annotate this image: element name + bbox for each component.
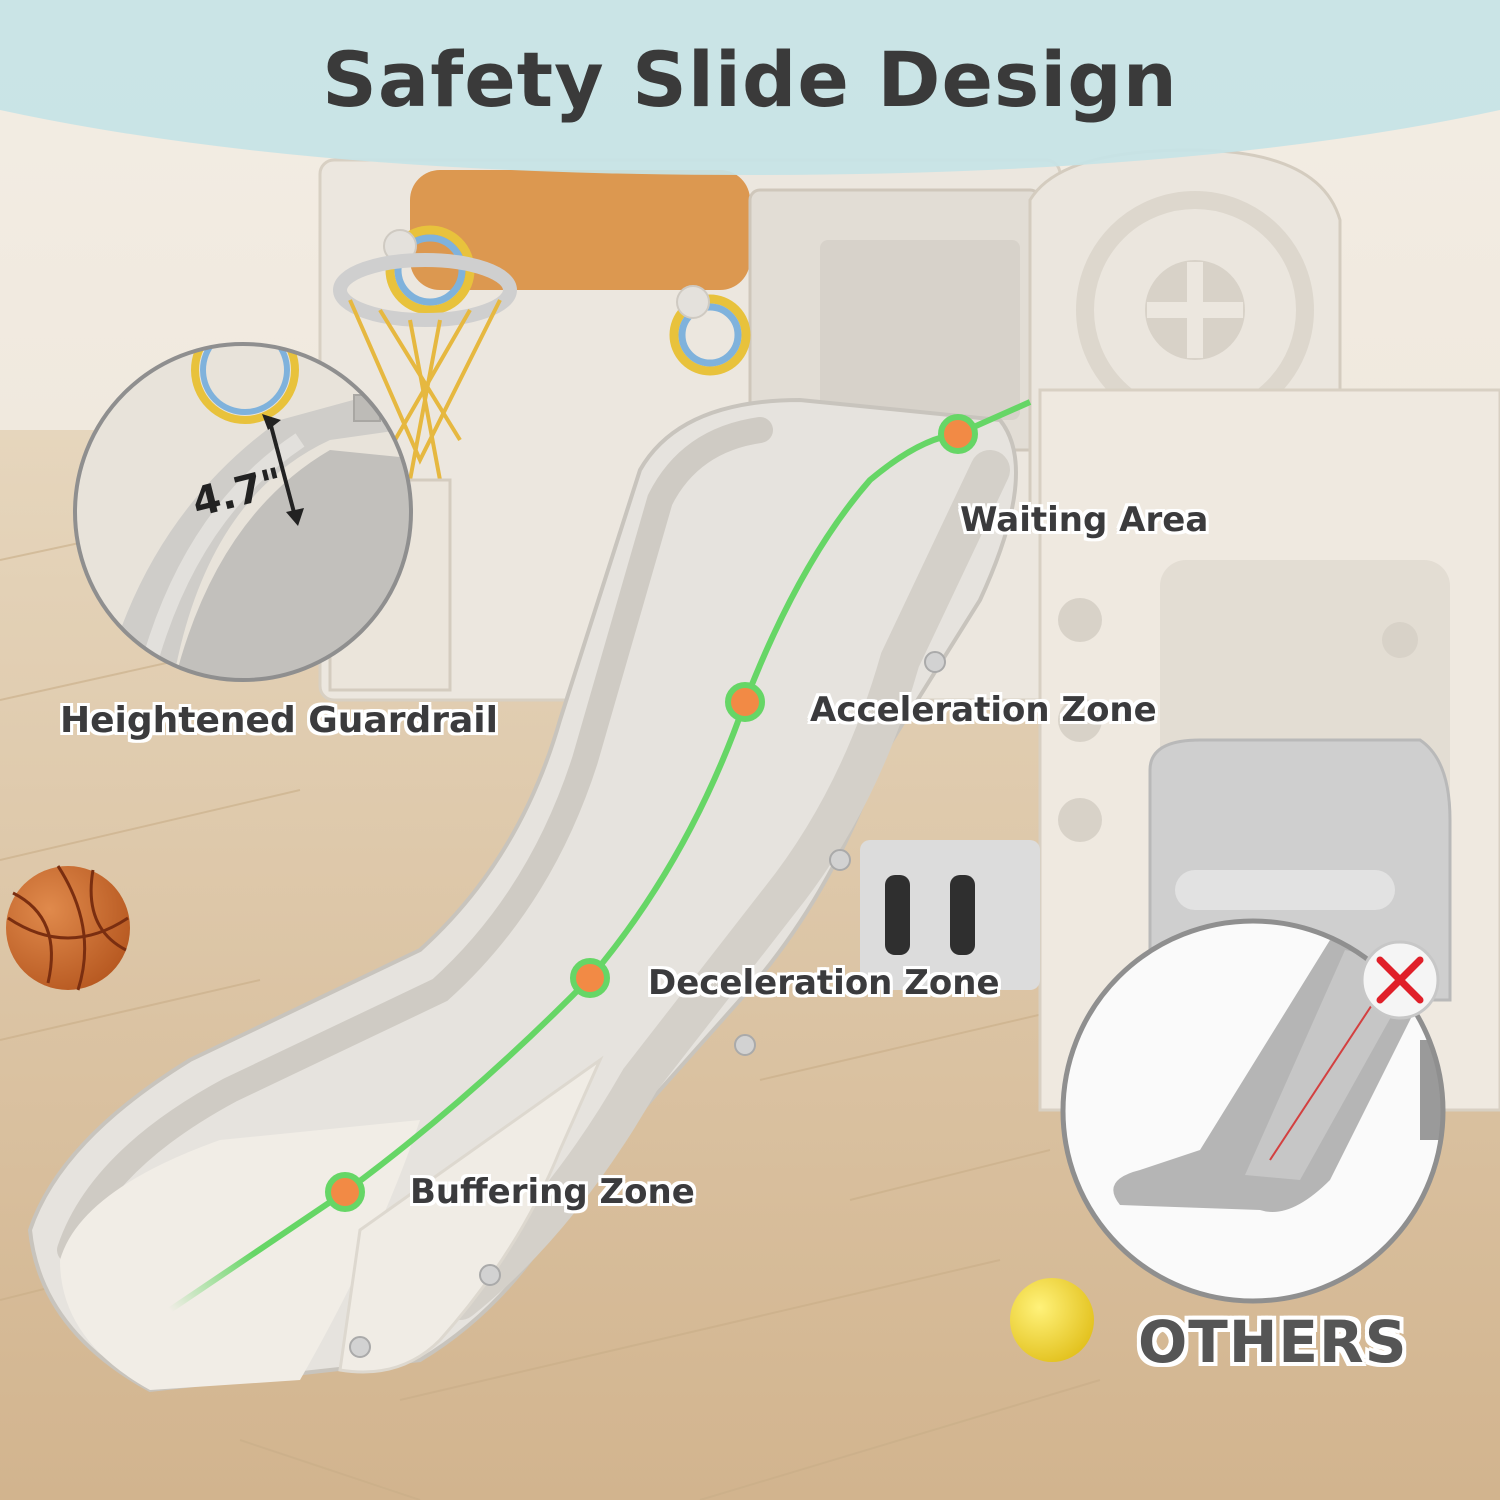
zone-label-buffering: Buffering Zone	[410, 1172, 695, 1212]
others-comparison-lens	[1060, 918, 1446, 1304]
others-label: OTHERS	[1138, 1308, 1408, 1376]
basketball	[6, 865, 130, 991]
path-dots	[325, 414, 978, 1212]
yellow-ball	[1010, 1278, 1094, 1362]
basketball-hoop	[333, 253, 517, 327]
cross-icon	[1376, 956, 1424, 1004]
dot-buffering	[325, 1172, 365, 1212]
motion-path	[168, 399, 1032, 1313]
zone-label-deceleration: Deceleration Zone	[648, 963, 1000, 1003]
dot-acceleration	[725, 682, 765, 722]
window-orange	[410, 170, 750, 290]
slide-rail-left	[57, 417, 773, 1263]
zone-label-acceleration: Acceleration Zone	[810, 690, 1157, 730]
dot-waiting	[938, 414, 978, 454]
slide-rail-right	[440, 450, 1010, 1320]
page-title: Safety Slide Design	[322, 35, 1178, 124]
guardrail-zoom-lens	[73, 342, 413, 682]
dot-deceleration	[570, 958, 610, 998]
title-banner	[0, 0, 1500, 175]
zone-label-waiting: Waiting Area	[960, 500, 1209, 540]
guardrail-label: Heightened Guardrail	[60, 700, 498, 741]
